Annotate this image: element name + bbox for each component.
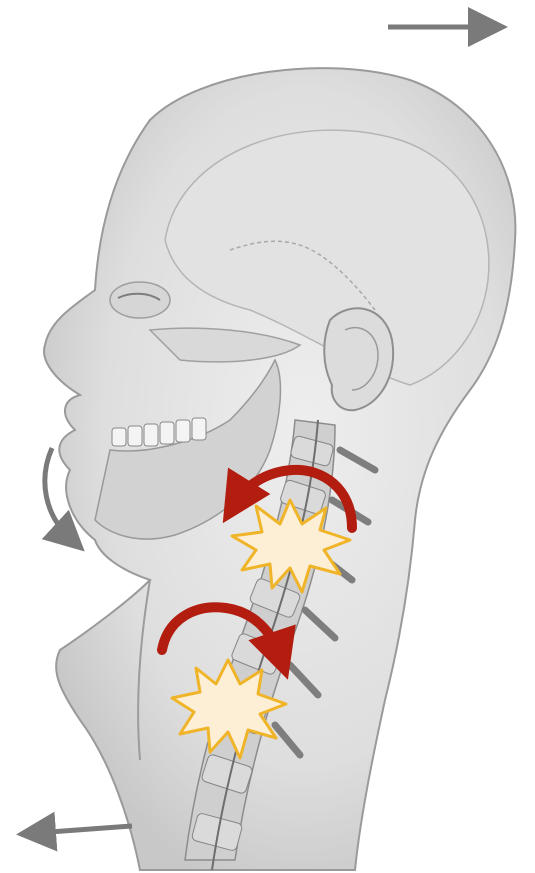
direction-arrow-icon bbox=[36, 826, 132, 833]
eye-socket bbox=[110, 282, 170, 318]
tooth bbox=[176, 420, 190, 442]
tooth bbox=[144, 424, 158, 446]
tooth bbox=[160, 422, 174, 444]
tooth bbox=[128, 426, 142, 446]
tooth bbox=[112, 428, 126, 446]
tooth bbox=[192, 418, 206, 440]
